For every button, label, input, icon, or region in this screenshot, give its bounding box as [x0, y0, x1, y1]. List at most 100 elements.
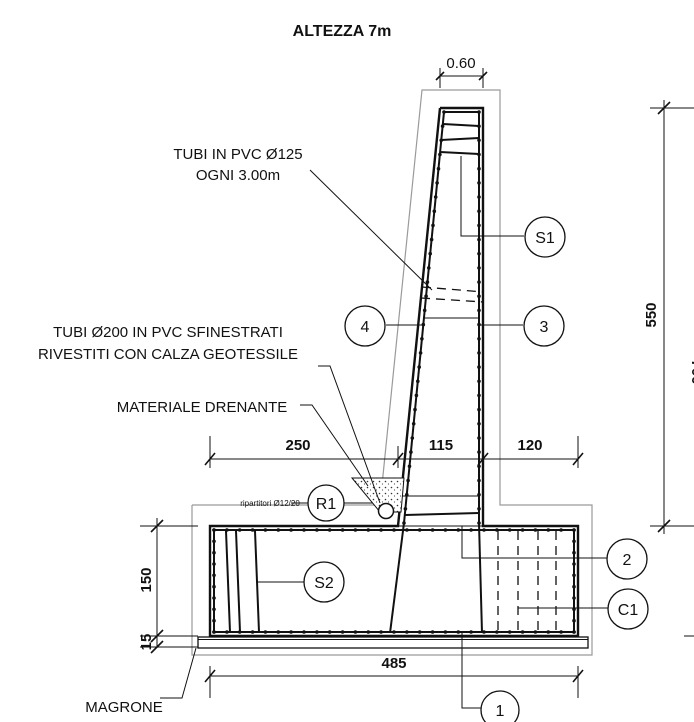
rebar-dot [327, 630, 332, 634]
label-pvc200-line2: RIVESTITI CON CALZA GEOTESSILE [38, 346, 298, 363]
rebar-dot [212, 607, 216, 612]
rebar-dot [477, 195, 481, 199]
rebar-dot [443, 528, 448, 532]
rebar-dot [405, 630, 409, 634]
rebar-dot [477, 166, 481, 171]
rebar-dot [263, 528, 268, 532]
rebar-dot [250, 630, 255, 634]
starter-bar-front [478, 522, 483, 634]
rebar-dot [263, 630, 268, 634]
rebar-dot [427, 266, 431, 270]
rebar-dot [572, 550, 576, 555]
drainage-material [350, 477, 405, 513]
rebar-dot [469, 630, 473, 634]
rebar-dot [477, 507, 481, 511]
dim-mid-tick-1 [204, 452, 216, 466]
rebar-dot [416, 379, 420, 384]
dim-mid-tick-2 [392, 452, 404, 466]
rebar-dot [477, 223, 481, 228]
label-drenante: MATERIALE DRENANTE [117, 399, 288, 416]
stirrup-2 [440, 137, 480, 141]
marker-3: 3 [540, 319, 549, 336]
rebar-dot [353, 630, 358, 634]
rebar-dot [572, 630, 576, 634]
rebar-dot [340, 630, 345, 634]
rebar-dot [428, 251, 433, 256]
rebar-dot [289, 528, 293, 532]
rebar-dot [327, 528, 332, 532]
marker-c1: C1 [618, 602, 639, 619]
rebar-dot [410, 436, 415, 440]
leader-drenante [300, 404, 369, 487]
section-outline [191, 89, 593, 656]
dim-toe: 120 [517, 437, 542, 454]
dim-top-width: 0.60 [446, 55, 475, 72]
rebar-dot [315, 528, 319, 532]
rebar-dot [477, 110, 481, 114]
rebar-dot [392, 528, 396, 532]
leader-pvc200 [318, 365, 381, 504]
rebar-dot [430, 528, 435, 532]
rebar-dot [302, 630, 306, 634]
rebar-dot [572, 584, 576, 589]
rebar-dot [443, 630, 448, 634]
rebar-dot [353, 528, 358, 532]
rebar-dot [438, 152, 442, 157]
rebar-dot [250, 528, 255, 532]
rebar-dot [477, 152, 481, 157]
rebar-dot [406, 478, 410, 483]
marker-4-circle [344, 305, 386, 347]
rebar-dot [212, 550, 216, 555]
rebar-dot [469, 528, 473, 532]
marker-2: 2 [623, 552, 632, 569]
rebar-dot [411, 422, 416, 426]
rebar-dot [456, 630, 461, 634]
rebar-dot [432, 209, 437, 213]
starter-bar [389, 522, 405, 634]
rebar-dot [276, 528, 281, 532]
rebar-dot [212, 618, 216, 623]
pvc200-pipe [377, 502, 395, 520]
rebar-dot [414, 393, 419, 398]
rebar-dot [507, 630, 512, 634]
label-pvc125-line2: OGNI 3.00m [196, 167, 280, 184]
rebar-dot [477, 351, 481, 355]
rebar-dot [477, 464, 481, 469]
rebar-dot [442, 110, 446, 114]
dim-right-tick-bottom [657, 519, 671, 533]
rebar-dot [405, 528, 409, 532]
rebar-dot [430, 630, 435, 634]
rebar-dot [572, 539, 576, 544]
marker-c1-circle [607, 588, 649, 630]
rebar-dot [477, 379, 481, 384]
rebar-dot [422, 308, 427, 313]
dim-right-tick-top [657, 101, 671, 115]
rebar-dot [507, 528, 512, 532]
rebar-dot [495, 630, 499, 634]
rebar-dot [225, 528, 229, 532]
rebar-dot [212, 539, 216, 544]
marker-1: 1 [496, 703, 505, 720]
stem-footing-profile [208, 106, 580, 638]
leader-1 [461, 633, 482, 709]
dim-base-total: 485 [381, 655, 406, 672]
rebar-dot [477, 308, 481, 313]
rebar-dot [559, 528, 563, 532]
rebar-dot [477, 266, 481, 270]
rebar-dot [533, 528, 538, 532]
leader-magrone [160, 647, 197, 699]
rebar-dot [212, 528, 216, 532]
stem-bar-bottom [404, 512, 480, 516]
rebar-dot [477, 393, 481, 398]
marker-r1-circle [307, 484, 345, 522]
dim-base-height: 150 [138, 567, 155, 592]
marker-2-circle [606, 538, 648, 580]
marker-s1: S1 [535, 230, 555, 247]
rebar-dot [302, 528, 306, 532]
rebar-dot [440, 124, 445, 128]
rebar-dot [477, 138, 481, 143]
rebar-dot [417, 630, 422, 634]
rebar-dot [418, 351, 423, 355]
rebar-dot [413, 407, 417, 412]
